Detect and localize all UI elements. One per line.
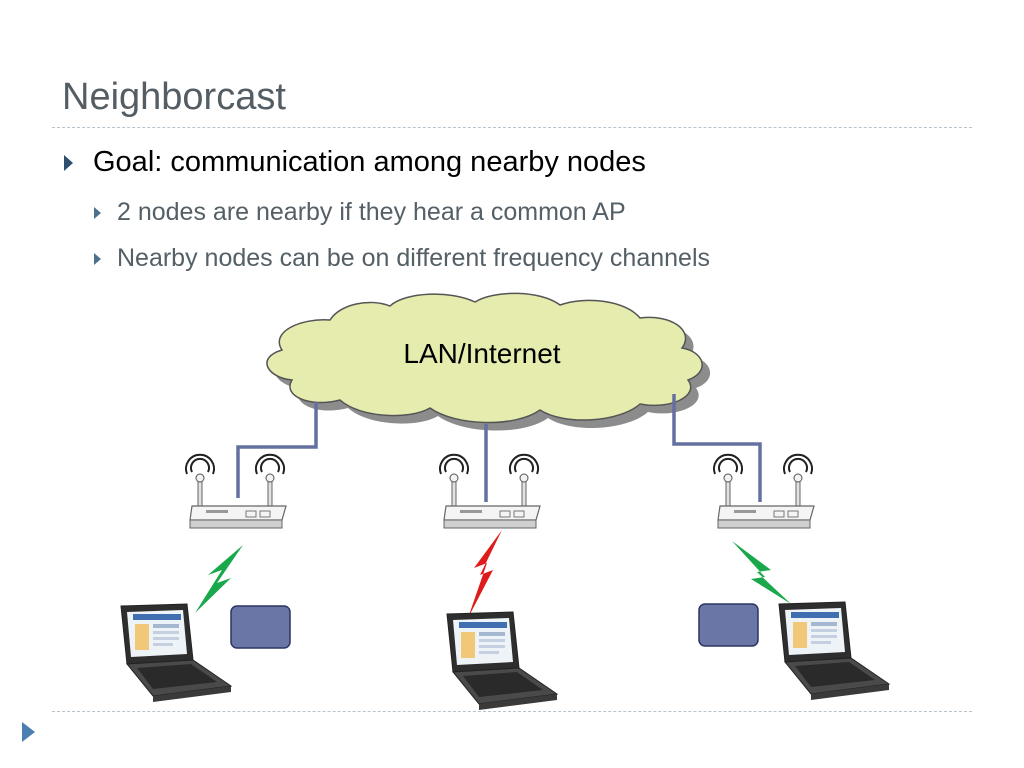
laptop-icon [446,611,558,711]
wireless-link-icon [732,541,791,604]
bullet-arrow-icon [94,206,101,219]
laptop-icon [120,603,232,703]
title-divider [52,127,972,128]
bullet-arrow-icon [94,252,101,265]
access-point-icon [439,453,541,529]
node-box-icon [698,603,759,647]
node-box-icon [230,605,291,649]
bullet-nearby-definition: 2 nodes are nearby if they hear a common… [94,198,626,227]
next-slide-icon[interactable] [22,722,35,742]
bullet-frequency-channels: Nearby nodes can be on different frequen… [94,244,710,273]
network-wires [236,394,762,502]
cloud-icon: LAN/Internet [266,292,711,431]
footer-divider [52,711,972,712]
bullet-arrow-icon [64,154,73,171]
wireless-link-icon [195,545,243,613]
laptop-icon [778,601,890,701]
bullet-text: Nearby nodes can be on different frequen… [117,244,710,272]
cloud-label: LAN/Internet [403,338,560,369]
wireless-link-icon [468,530,502,618]
bullet-goal: Goal: communication among nearby nodes [64,146,646,179]
slide-title: Neighborcast [62,76,286,118]
access-point-icon [185,453,287,529]
bullet-text: 2 nodes are nearby if they hear a common… [117,198,626,226]
access-point-icon [713,453,815,529]
bullet-text: Goal: communication among nearby nodes [93,146,646,178]
